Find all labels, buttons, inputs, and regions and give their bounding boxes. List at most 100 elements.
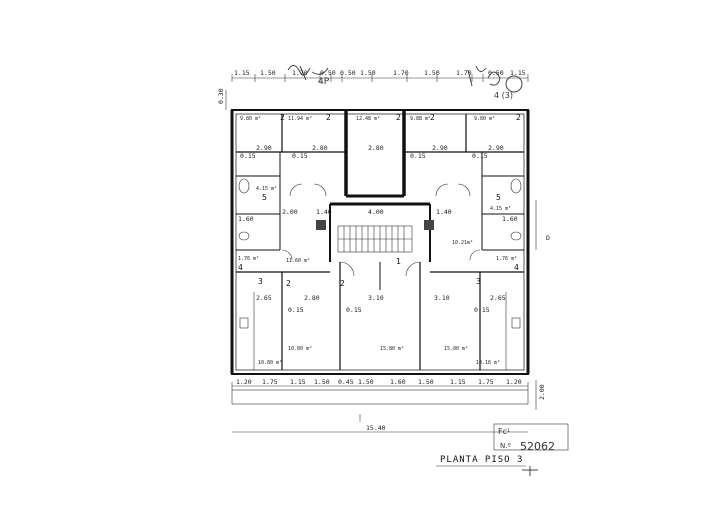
room-number: 4 bbox=[514, 263, 519, 272]
overall-dim: 15.40 bbox=[366, 424, 386, 432]
inner-dim: 2.65 bbox=[490, 294, 506, 302]
inner-dim: 0.15 bbox=[472, 152, 488, 160]
area-label: 1.76 m² bbox=[238, 256, 259, 262]
room-number: 2 bbox=[340, 279, 345, 288]
top-dim-7: 1.70 bbox=[393, 69, 409, 77]
room-number: 2 bbox=[326, 113, 331, 122]
room-number: 3 bbox=[476, 277, 481, 286]
partitions bbox=[236, 114, 524, 370]
room-number: 5 bbox=[262, 193, 267, 202]
stamp: Fc¹ N.º 52062 bbox=[493, 423, 569, 476]
inner-dim: 2.80 bbox=[368, 144, 384, 152]
caption-text: PLANTA PISO 3 bbox=[440, 455, 523, 465]
area-label: 10.80 m² bbox=[258, 360, 282, 366]
room-number: 5 bbox=[496, 193, 501, 202]
top-dim-2: 1.50 bbox=[260, 69, 276, 77]
area-label: 9.80 m² bbox=[474, 116, 495, 122]
top-dim-5: 0.50 bbox=[340, 69, 356, 77]
bottom-dim-7: 1.60 bbox=[390, 378, 406, 386]
area-label: 10.16 m² bbox=[476, 360, 500, 366]
inner-dim: 0.15 bbox=[288, 306, 304, 314]
room-areas: 9.80 m² 11.94 m² 12.48 m² 9.88 m² 9.80 m… bbox=[238, 116, 517, 366]
area-label: 1.76 m² bbox=[496, 256, 517, 262]
fc-annotation: Fc¹ bbox=[498, 427, 510, 436]
bathroom-fixtures bbox=[238, 178, 522, 329]
top-dim-6: 1.50 bbox=[360, 69, 376, 77]
area-label: 12.48 m² bbox=[356, 116, 380, 122]
area-label: 4.15 m² bbox=[490, 206, 511, 212]
inner-dim: 1.40 bbox=[436, 208, 452, 216]
inner-dim: 0.15 bbox=[346, 306, 362, 314]
room-number: 2 bbox=[280, 113, 285, 122]
room-number: 2 bbox=[516, 113, 521, 122]
inner-dim: 0.15 bbox=[474, 306, 490, 314]
interior-dimensions: 2.90 2.80 2.80 2.90 2.90 4.00 1.40 1.40 … bbox=[238, 144, 518, 314]
bottom-dim-10: 1.75 bbox=[478, 378, 494, 386]
inner-dim: 0.15 bbox=[410, 152, 426, 160]
door-swings bbox=[281, 183, 481, 277]
top-dim-3: 1.70 bbox=[292, 69, 308, 77]
stamp-prefix: N.º bbox=[500, 442, 511, 450]
room-number: 2 bbox=[286, 279, 291, 288]
handwritten-marks: 4P 4 (3) bbox=[287, 65, 523, 100]
room-number: 3 bbox=[258, 277, 263, 286]
inner-dim: 4.00 bbox=[368, 208, 384, 216]
inner-dim: 0.15 bbox=[292, 152, 308, 160]
bottom-dimension-line: 1.20 1.75 1.15 1.50 0.45 1.50 1.60 1.50 … bbox=[231, 378, 529, 405]
inner-dim: 1.60 bbox=[238, 215, 254, 223]
inner-dim: 2.90 bbox=[488, 144, 504, 152]
bottom-dim-9: 1.15 bbox=[450, 378, 466, 386]
bottom-dim-5: 0.45 bbox=[338, 378, 354, 386]
area-label: 4.15 m² bbox=[256, 186, 277, 192]
stamp-number: 52062 bbox=[520, 440, 555, 453]
inner-dim: 1.60 bbox=[502, 215, 518, 223]
area-label: 15.00 m² bbox=[444, 346, 468, 352]
handwriting-top-right: 4 (3) bbox=[494, 91, 513, 100]
area-label: 9.88 m² bbox=[410, 116, 431, 122]
area-label: 9.80 m² bbox=[240, 116, 261, 122]
bottom-dim-4: 1.50 bbox=[314, 378, 330, 386]
room-numbers: 2 2 2 2 2 5 5 4 4 3 3 1 2 2 bbox=[238, 113, 521, 288]
inner-dim: 3.10 bbox=[434, 294, 450, 302]
right-mark: D bbox=[546, 234, 550, 242]
side-dimensions: 0.30 2.00 D bbox=[217, 88, 550, 410]
inner-dim: 1.40 bbox=[316, 208, 332, 216]
outer-walls bbox=[230, 109, 530, 375]
area-label: 10.80 m² bbox=[288, 346, 312, 352]
right-dim: 2.00 bbox=[538, 384, 546, 400]
area-label: 11.60 m² bbox=[286, 258, 310, 264]
inner-dim: 2.80 bbox=[312, 144, 328, 152]
bottom-dim-6: 1.50 bbox=[358, 378, 374, 386]
bottom-dim-8: 1.50 bbox=[418, 378, 434, 386]
room-number: 2 bbox=[430, 113, 435, 122]
inner-dim: 2.65 bbox=[256, 294, 272, 302]
handwriting-top-left: 4P bbox=[318, 77, 330, 87]
room-number: 2 bbox=[396, 113, 401, 122]
room-number: 1 bbox=[396, 257, 401, 266]
bottom-dim-2: 1.75 bbox=[262, 378, 278, 386]
inner-dim: 2.80 bbox=[304, 294, 320, 302]
area-label: 10.21m² bbox=[452, 240, 473, 246]
inner-dim: 2.90 bbox=[432, 144, 448, 152]
stair bbox=[316, 220, 434, 253]
room-number: 4 bbox=[238, 263, 243, 272]
top-dim-11: 1.15 bbox=[510, 69, 526, 77]
top-dim-9: 1.70 bbox=[456, 69, 472, 77]
top-dim-8: 1.50 bbox=[424, 69, 440, 77]
overall-dimension: 15.40 bbox=[232, 414, 528, 433]
area-label: 11.94 m² bbox=[288, 116, 312, 122]
inner-dim: 3.10 bbox=[368, 294, 384, 302]
inner-dim: 2.90 bbox=[256, 144, 272, 152]
inner-dim: 2.00 bbox=[282, 208, 298, 216]
plan-caption: PLANTA PISO 3 bbox=[436, 455, 526, 467]
top-dim-1: 1.15 bbox=[234, 69, 250, 77]
top-dim-4: 0.50 bbox=[320, 69, 336, 77]
bottom-dim-1: 1.20 bbox=[236, 378, 252, 386]
area-label: 15.80 m² bbox=[380, 346, 404, 352]
inner-dim: 0.15 bbox=[240, 152, 256, 160]
core-walls bbox=[329, 110, 431, 262]
bottom-dim-3: 1.15 bbox=[290, 378, 306, 386]
left-dim: 0.30 bbox=[217, 88, 225, 104]
bottom-dim-11: 1.20 bbox=[506, 378, 522, 386]
